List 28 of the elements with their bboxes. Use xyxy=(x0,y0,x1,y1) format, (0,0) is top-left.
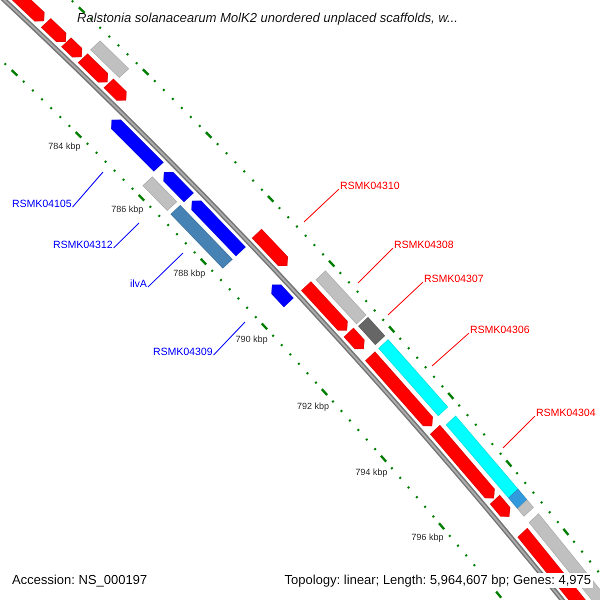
gene-label: RSMK04105 xyxy=(12,198,72,210)
leader-line xyxy=(502,416,536,448)
tick-label: 790 kbp xyxy=(236,334,268,344)
leader-line xyxy=(213,322,246,356)
genome-stats: Topology: linear; Length: 5,964,607 bp; Genes: 4,975 xyxy=(282,573,593,588)
leader-line xyxy=(304,188,340,222)
gene-label: RSMK04310 xyxy=(340,180,400,192)
leader-line xyxy=(113,222,140,249)
tick-label: 794 kbp xyxy=(355,467,388,478)
map-title: Ralstonia solanacearum MolK2 unordered unplaced scaffolds, w... xyxy=(77,11,458,26)
leader-line xyxy=(147,252,184,288)
accession-label: Accession: NS_000197 xyxy=(10,573,150,588)
leader-line xyxy=(432,332,470,366)
tick-label: 788 kbp xyxy=(173,268,206,278)
gene-label: RSMK04312 xyxy=(53,239,113,252)
gene-label: RSMK04309 xyxy=(153,346,213,358)
tick-label: 786 kbp xyxy=(111,204,144,214)
tick-label: 792 kbp xyxy=(297,401,330,412)
gene-label: RSMK04306 xyxy=(470,324,530,336)
tick-label: 784 kbp xyxy=(48,141,80,152)
leader-line xyxy=(358,248,394,284)
gene-label: RSMK04308 xyxy=(394,239,454,252)
tick-label: 796 kbp xyxy=(411,532,444,543)
leader-line xyxy=(388,282,424,316)
leader-line xyxy=(72,172,104,208)
gene-label: ilvA xyxy=(130,278,147,290)
gene-label: RSMK04307 xyxy=(424,273,484,286)
gene-label: RSMK04304 xyxy=(536,407,596,420)
